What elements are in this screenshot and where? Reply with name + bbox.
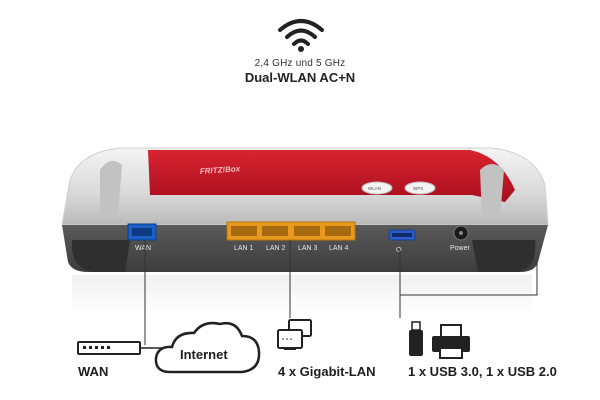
wlan-button	[361, 181, 393, 195]
usb-caption: 1 x USB 3.0, 1 x USB 2.0	[408, 364, 557, 379]
usb-stick-icon	[409, 321, 423, 356]
svg-text:LAN 3: LAN 3	[298, 245, 318, 252]
svg-text:WPS: WPS	[413, 186, 423, 191]
svg-text:⭘: ⭘	[396, 247, 402, 254]
svg-text:LAN 4: LAN 4	[329, 245, 349, 252]
wps-button	[404, 181, 436, 195]
svg-text:Power: Power	[450, 245, 471, 252]
lan-ports	[226, 221, 356, 241]
frequency-text: 2,4 GHz und 5 GHz	[254, 58, 346, 69]
lan-caption: 4 x Gigabit-LAN	[278, 364, 376, 379]
internet-caption: Internet	[180, 347, 228, 362]
svg-text:LAN 2: LAN 2	[266, 245, 286, 252]
red-cover	[148, 150, 515, 202]
svg-text:LAN 1: LAN 1	[234, 245, 254, 252]
printer-icon	[432, 324, 470, 359]
wlan-title: Dual-WLAN AC+N	[244, 70, 356, 85]
wifi-icon	[278, 19, 324, 52]
lan-computers-icon	[277, 319, 312, 350]
svg-text:WLAN: WLAN	[368, 186, 381, 191]
wan-caption: WAN	[78, 364, 109, 379]
brand-logo: FRITZ!Box	[200, 164, 242, 176]
cloud-icon	[154, 321, 261, 374]
modem-icon	[77, 341, 162, 355]
svg-text:WAN: WAN	[135, 245, 151, 252]
